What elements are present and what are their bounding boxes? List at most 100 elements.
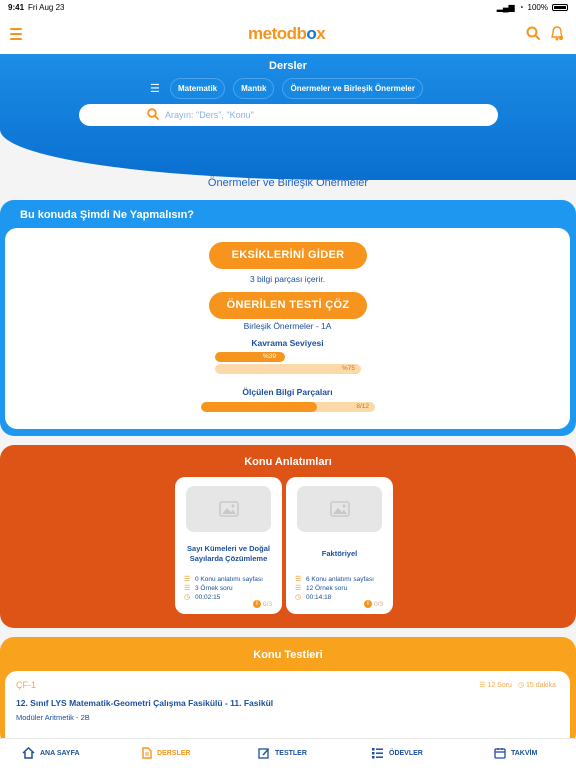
comprehension-current-value: %39 [263, 353, 277, 360]
app-logo: metodbox [248, 24, 326, 43]
question-list-icon: ☰ [295, 585, 302, 592]
tab-tests-label: TESTLER [275, 749, 307, 757]
measured-pieces-fill [201, 402, 318, 412]
tab-homework-label: ÖDEVLER [389, 749, 423, 757]
question-list-icon: ☰ [184, 585, 191, 592]
test-duration-text: 15 dakika [526, 682, 556, 689]
measured-pieces-value: 8/12 [356, 403, 369, 410]
comprehension-current-bar: %39 [215, 352, 285, 362]
filter-chips: ☰ Matematik Mantık Önermeler ve Birleşik… [150, 78, 423, 99]
hamburger-menu-icon[interactable] [10, 28, 22, 40]
lecture-duration-text: 00:14:18 [306, 594, 332, 601]
tab-home-label: ANA SAYFA [40, 749, 80, 757]
lectures-panel: Konu Anlatımları Sayı Kümeleri ve Doğal … [0, 445, 576, 628]
lecture-progress-text: 0/3 [373, 600, 383, 608]
lecture-title: Sayı Kümeleri ve Doğal Sayılarda Çözümle… [187, 544, 270, 563]
tab-calendar[interactable]: TAKVİM [494, 747, 537, 759]
bottom-tab-bar: ANA SAYFA DERSLER TESTLER ÖDEVLER TAKVİM [0, 738, 576, 768]
solve-recommended-test-button[interactable]: ÖNERİLEN TESTİ ÇÖZ [209, 292, 367, 319]
lecture-examples: ☰ 3 Örnek soru [184, 585, 233, 592]
status-right: ▂▄▆ ◔ 100% [497, 3, 568, 12]
tab-homework[interactable]: ÖDEVLER [371, 747, 423, 759]
clock-icon: ◷ [184, 594, 191, 601]
test-duration: ◷ 15 dakika [518, 681, 556, 689]
lectures-title: Konu Anlatımları [244, 456, 332, 468]
recommended-test-name: Birleşik Önermeler - 1A [243, 321, 332, 331]
info-icon: i [252, 600, 261, 608]
tests-panel: Konu Testleri ÇF-1 ☰ 12 Soru ◷ 15 dakika… [0, 637, 576, 747]
comprehension-label: Kavrama Seviyesi [251, 338, 324, 348]
battery-icon [552, 4, 568, 11]
chip-topic[interactable]: Önermeler ve Birleşik Önermeler [282, 78, 423, 99]
fix-gaps-button[interactable]: EKSİKLERİNİ GİDER [209, 242, 367, 269]
tab-lessons[interactable]: DERSLER [142, 747, 190, 759]
tab-home[interactable]: ANA SAYFA [22, 747, 80, 759]
missing-info-text: 3 bilgi parçası içerir. [249, 274, 326, 284]
edit-icon [258, 748, 269, 759]
home-icon [22, 747, 35, 759]
info-icon: i [363, 600, 372, 608]
lesson-search-box [79, 104, 498, 126]
battery-percent: 100% [527, 3, 548, 12]
lecture-examples: ☰ 12 Örnek soru [295, 585, 347, 592]
lecture-card[interactable]: Sayı Kümeleri ve Doğal Sayılarda Çözümle… [175, 477, 282, 614]
test-card[interactable]: ÇF-1 ☰ 12 Soru ◷ 15 dakika 12. Sınıf LYS… [5, 671, 570, 747]
status-date: Fri Aug 23 [28, 3, 65, 12]
tab-lessons-label: DERSLER [157, 749, 191, 757]
topic-title: Önermeler ve Birleşik Önermeler [207, 177, 369, 189]
chip-subject[interactable]: Matematik [170, 78, 226, 99]
measured-pieces-bar: 8/12 [201, 402, 375, 412]
top-bar: metodbox [0, 14, 576, 56]
question-count-text: 12 Soru [487, 682, 512, 689]
lecture-pages: ☰ 0 Konu anlatımı sayfası [184, 576, 263, 583]
measured-pieces-label: Ölçülen Bilgi Parçaları [242, 387, 333, 397]
lecture-duration: ◷ 00:14:18 [295, 594, 331, 601]
lecture-progress-text: 0/3 [262, 600, 272, 608]
clock-icon: ◷ [517, 682, 527, 689]
lecture-pages-text: 6 Konu anlatımı sayfası [306, 576, 374, 583]
chip-unit[interactable]: Mantık [233, 78, 275, 99]
test-title: 12. Sınıf LYS Matematik-Geometri Çalışma… [16, 698, 274, 708]
lecture-examples-text: 12 Örnek soru [306, 585, 348, 592]
test-subtitle: Modüler Aritmetik - 2B [16, 713, 90, 722]
filter-sliders-icon[interactable]: ☰ [150, 82, 160, 95]
signal-icon: ▂▄▆ [496, 3, 515, 12]
image-placeholder-icon [330, 501, 350, 517]
list-icon: ☰ [479, 682, 488, 689]
next-steps-title: Bu konuda Şimdi Ne Yapmalısın? [20, 209, 195, 221]
next-steps-content: EKSİKLERİNİ GİDER 3 bilgi parçası içerir… [5, 228, 570, 429]
calendar-icon [494, 748, 506, 759]
status-time: 9:41 [8, 3, 25, 12]
test-code: ÇF-1 [16, 680, 36, 690]
page-list-icon: ☰ [184, 576, 191, 583]
test-meta: ☰ 12 Soru ◷ 15 dakika [479, 681, 556, 689]
document-icon [142, 747, 152, 759]
lecture-duration: ◷ 00:02:15 [184, 594, 220, 601]
checklist-icon [372, 748, 383, 759]
lesson-search-input[interactable] [165, 107, 465, 123]
image-placeholder-icon [219, 501, 239, 517]
lecture-thumbnail [297, 486, 382, 532]
lecture-pages-text: 0 Konu anlatımı sayfası [195, 576, 263, 583]
wifi-icon: ◔ [518, 3, 524, 12]
question-count: ☰ 12 Soru [479, 681, 512, 689]
status-bar: 9:41 Fri Aug 23 ▂▄▆ ◔ 100% [0, 0, 576, 14]
clock-icon: ◷ [295, 594, 302, 601]
comprehension-target-value: %75 [341, 365, 355, 372]
next-steps-panel: Bu konuda Şimdi Ne Yapmalısın? EKSİKLERİ… [0, 200, 576, 436]
comprehension-target-bar: %75 [215, 364, 361, 374]
tab-tests[interactable]: TESTLER [258, 747, 307, 759]
search-icon [147, 108, 159, 120]
lecture-title: Faktöriyel [321, 549, 358, 558]
lessons-hero: Dersler ☰ Matematik Mantık Önermeler ve … [0, 54, 576, 180]
notification-bell-icon[interactable] [550, 26, 564, 42]
search-icon[interactable] [526, 26, 540, 40]
tab-calendar-label: TAKVİM [511, 749, 538, 757]
lecture-card[interactable]: Faktöriyel ☰ 6 Konu anlatımı sayfası ☰ 12 … [286, 477, 393, 614]
lecture-pages: ☰ 6 Konu anlatımı sayfası [295, 576, 374, 583]
lecture-examples-text: 3 Örnek soru [195, 585, 233, 592]
lecture-duration-text: 00:02:15 [195, 594, 221, 601]
page-list-icon: ☰ [295, 576, 302, 583]
